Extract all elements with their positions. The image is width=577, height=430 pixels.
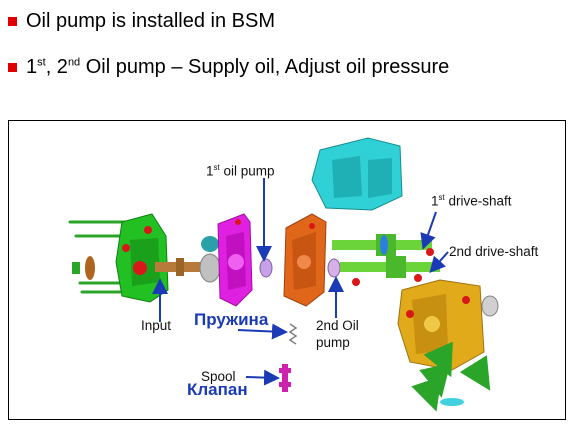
oil-drop [440, 398, 464, 406]
spring-part [288, 323, 298, 345]
label-spool: Spool [201, 369, 236, 384]
gear-small [201, 236, 219, 252]
callout-arrows [152, 178, 449, 386]
first-oil-pump [217, 213, 253, 307]
label-spring-russian: Пружина [194, 310, 269, 329]
bolts-left [68, 220, 130, 294]
flow-arrows [411, 341, 491, 412]
pump-gear-1 [259, 258, 273, 278]
label-first-drive-shaft: 1st drive-shaft [431, 193, 512, 209]
cyan-cover [311, 137, 403, 211]
bullet-text-2: 1st, 2nd Oil pump – Supply oil, Adjust o… [26, 56, 450, 78]
spool-part [279, 364, 291, 392]
drive-shafts [332, 234, 440, 286]
gold-housing [397, 279, 499, 371]
small-plug [72, 262, 80, 274]
label-second-drive-shaft: 2nd drive-shaft [449, 244, 539, 259]
label-input: Input [141, 318, 172, 333]
bullet-marker [8, 17, 17, 26]
seal-ring [85, 256, 95, 280]
label-second-oil-pump-line1: 2nd Oil [316, 318, 359, 333]
second-oil-pump-body [283, 213, 327, 307]
label-first-oil-pump: 1st oil pump [206, 163, 275, 179]
pump-gear-2 [327, 258, 341, 278]
bullet-marker [8, 63, 17, 72]
bullet-item-2: 1st, 2nd Oil pump – Supply oil, Adjust o… [8, 56, 449, 79]
label-second-oil-pump-line2: pump [316, 335, 350, 350]
bullet-text-1: Oil pump is installed in BSM [26, 10, 275, 32]
bullet-item-1: Oil pump is installed in BSM [8, 10, 275, 33]
label-valve-russian: Клапан [187, 380, 248, 399]
